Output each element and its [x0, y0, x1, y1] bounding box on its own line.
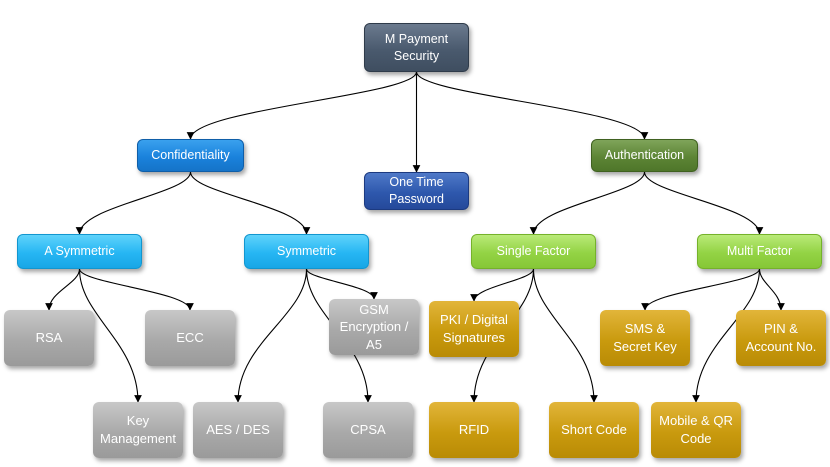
connector-confidentiality-to-asymmetric: [75, 171, 192, 235]
node-one-time-password: One Time Password: [364, 172, 469, 210]
node-mobile-qr-code: Mobile & QR Code: [651, 402, 741, 458]
connector-multi_factor-to-pin_account: [758, 268, 785, 311]
node-symmetric: Symmetric: [244, 234, 369, 269]
node-short-code: Short Code: [549, 402, 639, 458]
node-cpsa: CPSA: [323, 402, 413, 458]
connector-authentication-to-single_factor: [529, 171, 646, 235]
node-ecc: ECC: [145, 310, 235, 366]
connector-symmetric-to-gsm: [305, 268, 378, 300]
connector-multi_factor-to-sms_secret: [641, 268, 761, 311]
node-confidentiality: Confidentiality: [137, 139, 244, 172]
connector-asymmetric-to-key_management: [78, 268, 142, 403]
node-authentication: Authentication: [591, 139, 698, 172]
connector-asymmetric-to-rsa: [45, 268, 81, 311]
connector-single_factor-to-pki: [470, 268, 535, 302]
node-key-management: Key Management: [93, 402, 183, 458]
node-multi-factor: Multi Factor: [697, 234, 822, 269]
connector-single_factor-to-short_code: [532, 268, 598, 403]
connector-symmetric-to-aes_des: [234, 268, 308, 403]
connector-asymmetric-to-ecc: [78, 268, 194, 311]
node-aes-des: AES / DES: [193, 402, 283, 458]
node-gsm-encryption-a5: GSM Encryption / A5: [329, 299, 419, 355]
connector-authentication-to-multi_factor: [643, 171, 764, 235]
connector-confidentiality-to-symmetric: [189, 171, 311, 235]
connector-multi_factor-to-mobile_qr: [692, 268, 761, 403]
connector-root-to-confidentiality: [186, 71, 418, 140]
node-m-payment-security: M Payment Security: [364, 23, 469, 72]
node-pki-digital-signatures: PKI / Digital Signatures: [429, 301, 519, 357]
node-rfid: RFID: [429, 402, 519, 458]
node-a-symmetric: A Symmetric: [17, 234, 142, 269]
node-rsa: RSA: [4, 310, 94, 366]
node-pin-account-no: PIN & Account No.: [736, 310, 826, 366]
node-sms-secret-key: SMS & Secret Key: [600, 310, 690, 366]
node-single-factor: Single Factor: [471, 234, 596, 269]
connector-root-to-authentication: [415, 71, 649, 140]
